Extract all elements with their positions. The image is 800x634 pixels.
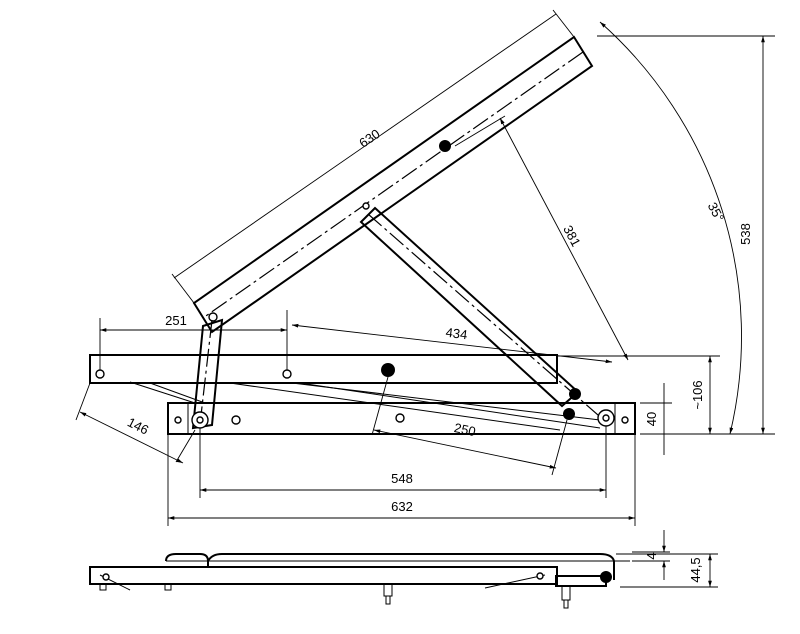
dim-4: 4 bbox=[644, 552, 659, 559]
dimension-lines bbox=[75, 9, 775, 526]
dim-40: 40 bbox=[644, 412, 659, 426]
bracing-lines bbox=[129, 381, 601, 431]
dim-548: 548 bbox=[391, 471, 413, 486]
dim-251: 251 bbox=[165, 313, 187, 328]
dim-250: 250 bbox=[453, 420, 477, 439]
dim-106: ~106 bbox=[690, 380, 705, 409]
dim-538: 538 bbox=[738, 223, 753, 245]
dim-146: 146 bbox=[125, 414, 151, 437]
dim-381: 381 bbox=[560, 223, 583, 249]
arm-end-hole bbox=[208, 312, 218, 322]
dim-44-5: 44,5 bbox=[688, 557, 703, 582]
tilted-arm bbox=[192, 35, 594, 334]
arm-hole bbox=[362, 202, 370, 210]
dim-632: 632 bbox=[391, 499, 413, 514]
arm-pin bbox=[439, 140, 451, 152]
dim-434: 434 bbox=[445, 325, 468, 343]
side-view bbox=[89, 530, 718, 609]
dim-630: 630 bbox=[356, 126, 382, 151]
left-link bbox=[191, 318, 224, 430]
dim-35-angle: 35° bbox=[705, 200, 727, 224]
frame-pin bbox=[381, 363, 395, 377]
rear-pin bbox=[569, 388, 581, 400]
